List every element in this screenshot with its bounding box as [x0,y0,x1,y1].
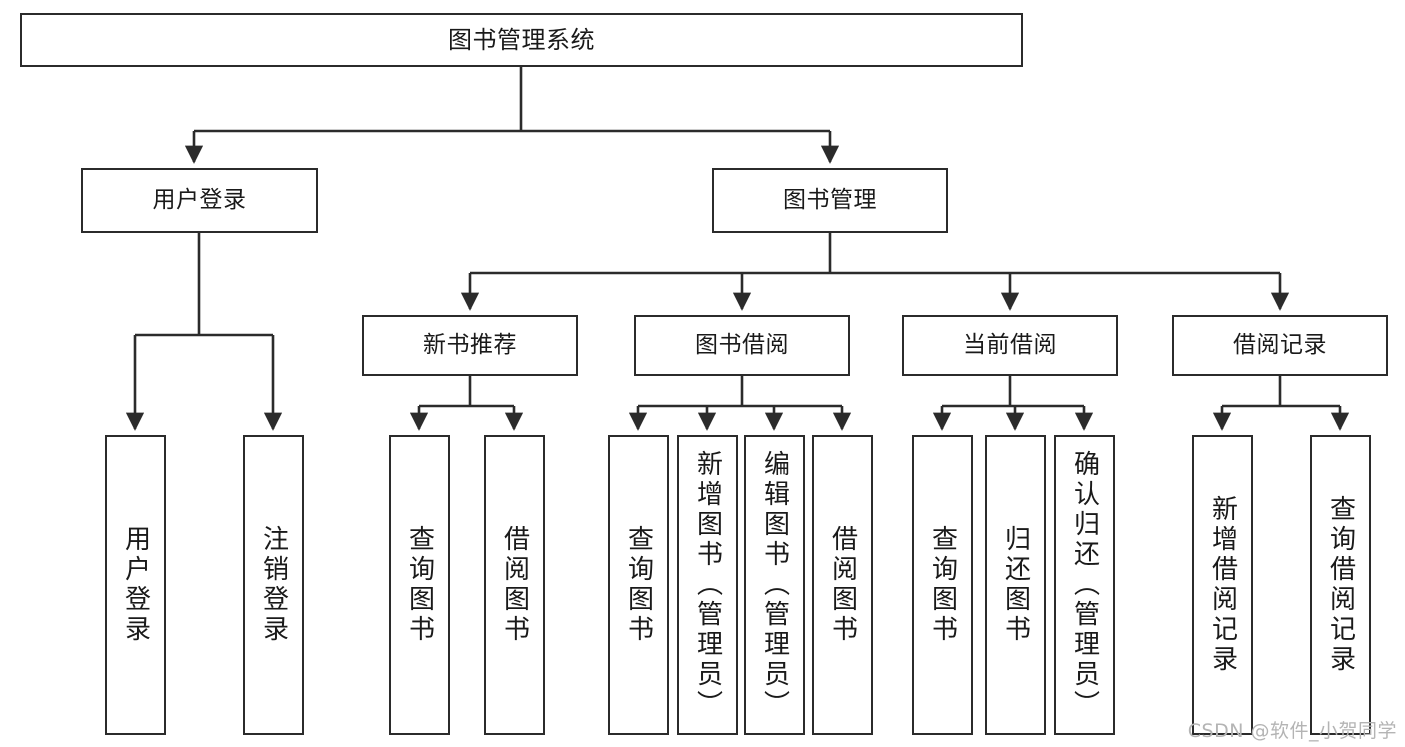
node-leaf-query-record[interactable]: 查询借阅记录 [1310,435,1371,735]
node-current-borrow-label: 当前借阅 [963,331,1057,358]
node-leaf-add-record-label: 新增借阅记录 [1207,495,1238,675]
watermark: CSDN @软件_小贺同学 [1187,720,1397,742]
node-leaf-confirm-return[interactable]: 确认归还（管理员） [1054,435,1115,735]
node-leaf-query-book-2-label: 查询图书 [623,525,654,645]
node-leaf-add-book[interactable]: 新增图书（管理员） [677,435,738,735]
node-leaf-query-book-3-label: 查询图书 [927,525,958,645]
node-user-login[interactable]: 用户登录 [81,168,318,233]
node-borrow-record[interactable]: 借阅记录 [1172,315,1388,376]
node-leaf-edit-book-label: 编辑图书（管理员） [759,450,790,720]
node-leaf-borrow-book-1-label: 借阅图书 [499,525,530,645]
node-leaf-edit-book[interactable]: 编辑图书（管理员） [744,435,805,735]
node-leaf-query-book-2[interactable]: 查询图书 [608,435,669,735]
node-leaf-return-book[interactable]: 归还图书 [985,435,1046,735]
node-leaf-query-record-label: 查询借阅记录 [1325,495,1356,675]
node-book-manage[interactable]: 图书管理 [712,168,948,233]
node-leaf-add-record[interactable]: 新增借阅记录 [1192,435,1253,735]
node-root-label: 图书管理系统 [448,25,595,54]
node-leaf-query-book-1-label: 查询图书 [404,525,435,645]
node-borrow-record-label: 借阅记录 [1233,331,1327,358]
node-new-book-rec[interactable]: 新书推荐 [362,315,578,376]
node-book-borrow-label: 图书借阅 [695,331,789,358]
node-leaf-borrow-book-2[interactable]: 借阅图书 [812,435,873,735]
node-current-borrow[interactable]: 当前借阅 [902,315,1118,376]
node-leaf-user-login[interactable]: 用户登录 [105,435,166,735]
node-book-borrow[interactable]: 图书借阅 [634,315,850,376]
node-leaf-borrow-book-1[interactable]: 借阅图书 [484,435,545,735]
node-leaf-logout[interactable]: 注销登录 [243,435,304,735]
node-user-login-label: 用户登录 [152,186,247,213]
node-leaf-logout-label: 注销登录 [258,525,289,645]
node-book-manage-label: 图书管理 [783,186,877,213]
node-root[interactable]: 图书管理系统 [20,13,1023,67]
node-leaf-add-book-label: 新增图书（管理员） [692,450,723,720]
node-new-book-rec-label: 新书推荐 [423,331,517,358]
node-leaf-borrow-book-2-label: 借阅图书 [827,525,858,645]
node-leaf-query-book-3[interactable]: 查询图书 [912,435,973,735]
node-leaf-query-book-1[interactable]: 查询图书 [389,435,450,735]
node-leaf-return-book-label: 归还图书 [1000,525,1031,645]
node-leaf-user-login-label: 用户登录 [120,525,151,645]
node-leaf-confirm-return-label: 确认归还（管理员） [1069,450,1100,720]
